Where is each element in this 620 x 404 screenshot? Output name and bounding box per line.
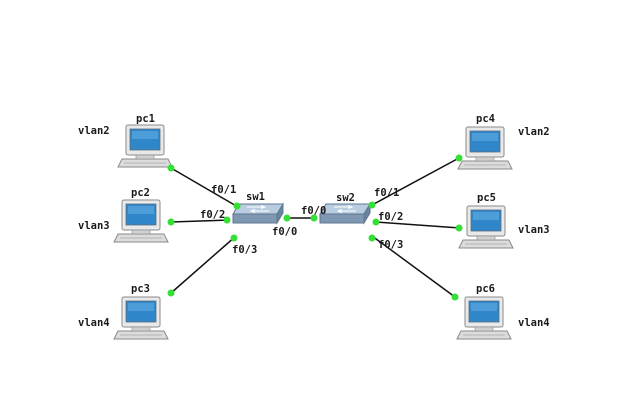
- pc4-computer-icon[interactable]: [457, 126, 513, 170]
- port-dot: [455, 224, 463, 232]
- sw1-switch-icon[interactable]: [232, 203, 284, 224]
- port-dot: [368, 234, 376, 242]
- port-dot: [233, 202, 241, 210]
- link-pc3-sw1[interactable]: [170, 235, 237, 294]
- sw2-port-f00-label: f0/0: [301, 205, 326, 217]
- sw2-port-f01-label: f0/1: [374, 187, 399, 199]
- pc3-computer-icon[interactable]: [113, 296, 169, 340]
- pc1-label: pc1: [136, 113, 155, 125]
- pc6-label: pc6: [476, 283, 495, 295]
- pc6-computer-icon[interactable]: [456, 296, 512, 340]
- port-dot: [223, 216, 231, 224]
- sw1-port-f03-label: f0/3: [232, 244, 257, 256]
- sw2-label: sw2: [336, 192, 355, 204]
- pc1-computer-icon[interactable]: [117, 124, 173, 168]
- sw1-port-f00-label: f0/0: [272, 226, 297, 238]
- port-dot: [230, 234, 238, 242]
- sw2-port-f02-label: f0/2: [378, 211, 403, 223]
- pc2-computer-icon[interactable]: [113, 199, 169, 243]
- pc5-computer-icon[interactable]: [458, 205, 514, 249]
- pc5-vlan-label: vlan3: [518, 224, 550, 236]
- pc2-vlan-label: vlan3: [78, 220, 110, 232]
- pc3-label: pc3: [131, 283, 150, 295]
- port-dot: [283, 214, 291, 222]
- pc5-label: pc5: [477, 192, 496, 204]
- port-dot: [372, 218, 380, 226]
- port-dot: [451, 293, 459, 301]
- sw2-switch-icon[interactable]: [319, 203, 371, 224]
- link-sw2-pc4[interactable]: [371, 157, 460, 206]
- link-sw2-pc6[interactable]: [371, 235, 456, 298]
- link-pc2-sw1[interactable]: [170, 219, 231, 223]
- port-dot: [455, 154, 463, 162]
- sw1-port-f01-label: f0/1: [211, 184, 236, 196]
- link-sw2-pc5[interactable]: [375, 221, 461, 229]
- pc1-vlan-label: vlan2: [78, 125, 110, 137]
- port-dots: [167, 154, 463, 301]
- port-dot: [167, 289, 175, 297]
- links: [170, 157, 461, 298]
- sw2-port-f03-label: f0/3: [378, 239, 403, 251]
- port-dot: [368, 201, 376, 209]
- pc6-vlan-label: vlan4: [518, 317, 550, 329]
- pc2-label: pc2: [131, 187, 150, 199]
- sw1-label: sw1: [246, 191, 265, 203]
- sw1-port-f02-label: f0/2: [200, 209, 225, 221]
- pc3-vlan-label: vlan4: [78, 317, 110, 329]
- link-pc1-sw1[interactable]: [170, 167, 239, 208]
- port-dot: [310, 214, 318, 222]
- port-dot: [167, 218, 175, 226]
- pc4-vlan-label: vlan2: [518, 126, 550, 138]
- port-dot: [167, 164, 175, 172]
- pc4-label: pc4: [476, 113, 495, 125]
